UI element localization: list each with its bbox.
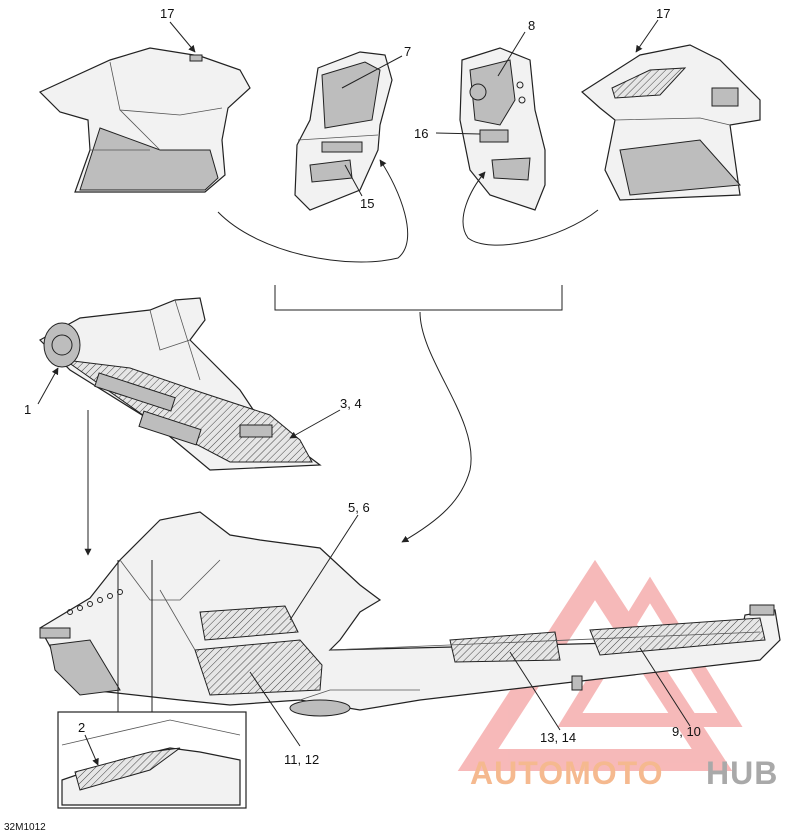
hood-side-detail <box>39 297 322 471</box>
callout-labels: 17 7 8 17 16 15 1 3, 4 5, 6 2 11, 12 13,… <box>24 6 701 767</box>
label-1: 1 <box>24 402 31 417</box>
group-bracket <box>274 285 563 311</box>
connector-curve-left <box>217 159 408 263</box>
label-7: 7 <box>404 44 411 59</box>
watermark-word-a: AUTOMOTO <box>470 755 663 791</box>
label-17-left: 17 <box>160 6 174 21</box>
snowmobile-side-view <box>39 511 781 717</box>
figure-code: 32M1012 <box>4 822 46 833</box>
bracket-arrow <box>401 311 472 543</box>
label-2: 2 <box>78 720 85 735</box>
console-left <box>294 51 393 211</box>
connector-curve-right <box>462 171 599 246</box>
label-5-6: 5, 6 <box>348 500 370 515</box>
label-11-12: 11, 12 <box>284 752 319 767</box>
label-15: 15 <box>360 196 374 211</box>
label-16: 16 <box>414 126 428 141</box>
label-17-right: 17 <box>656 6 670 21</box>
inset-detail-box <box>57 560 247 809</box>
side-panel-left <box>38 47 251 193</box>
leader-lines <box>37 19 691 766</box>
side-panel-right <box>581 44 761 201</box>
console-right <box>459 47 546 211</box>
watermark-word-b: HUB <box>706 755 778 791</box>
label-9-10: 9, 10 <box>672 724 701 739</box>
rivets-row <box>67 589 123 615</box>
label-3-4: 3, 4 <box>340 396 362 411</box>
label-8: 8 <box>528 18 535 33</box>
label-13-14: 13, 14 <box>540 730 576 745</box>
watermark-text: AUTOMOTO HUB <box>470 755 778 791</box>
